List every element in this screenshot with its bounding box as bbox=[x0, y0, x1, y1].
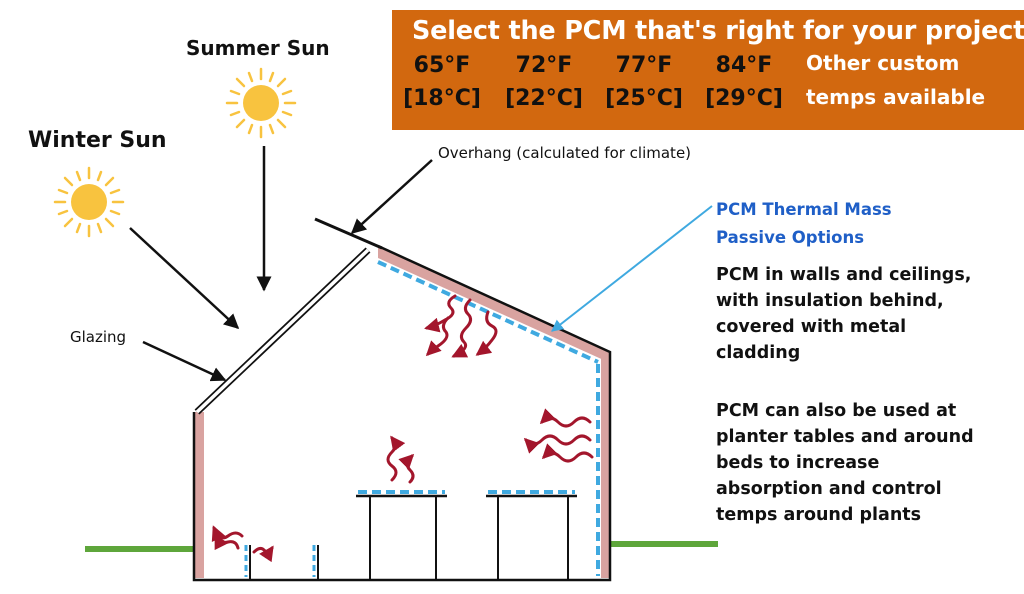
planter-line: PCM can also be used at bbox=[716, 401, 957, 421]
overhang-arrow bbox=[350, 159, 433, 235]
passive-options-label: Passive Options bbox=[716, 228, 865, 247]
pcm-arrow bbox=[551, 205, 713, 332]
other-custom-label: Other custom bbox=[806, 51, 960, 75]
right-wall-insulation bbox=[601, 352, 609, 578]
planter-table-2 bbox=[486, 490, 577, 580]
temp-18c: [18°C] bbox=[403, 86, 481, 111]
planter-line: absorption and control bbox=[716, 479, 942, 499]
temp-25c: [25°C] bbox=[605, 86, 683, 111]
pcm-banner: Select the PCM that's right for your pro… bbox=[392, 10, 1024, 130]
walls-line: covered with metal bbox=[716, 317, 907, 337]
walls-description: PCM in walls and ceilings, with insulati… bbox=[716, 262, 971, 366]
building-outline bbox=[192, 244, 612, 582]
temp-29c: [29°C] bbox=[705, 86, 783, 111]
walls-line: cladding bbox=[716, 343, 801, 363]
sun-icon bbox=[225, 67, 297, 139]
walls-line: PCM in walls and ceilings, bbox=[716, 265, 972, 285]
temp-22c: [22°C] bbox=[505, 86, 583, 111]
temp-72f: 72°F bbox=[515, 53, 573, 78]
planter-table-1 bbox=[356, 490, 447, 580]
winter-sun-label: Winter Sun bbox=[28, 128, 167, 153]
ground-bed bbox=[244, 545, 319, 579]
glazing-arrow bbox=[142, 340, 227, 382]
planter-line: planter tables and around bbox=[716, 427, 974, 447]
temps-available-label: temps available bbox=[806, 85, 986, 109]
summer-sun-label: Summer Sun bbox=[186, 36, 330, 60]
planter-description: PCM can also be used at planter tables a… bbox=[716, 398, 974, 528]
sun-icon bbox=[53, 166, 125, 238]
roof-overhang bbox=[314, 217, 383, 250]
overhang-label: Overhang (calculated for climate) bbox=[438, 144, 692, 162]
winter-sun-arrow bbox=[129, 227, 240, 330]
banner-title: Select the PCM that's right for your pro… bbox=[412, 16, 1024, 46]
temp-77f: 77°F bbox=[615, 53, 673, 78]
left-wall-insulation bbox=[195, 412, 204, 578]
pcm-thermal-mass-label: PCM Thermal Mass bbox=[716, 200, 892, 219]
heat-wave-icon bbox=[211, 294, 594, 563]
roof-insulation bbox=[378, 247, 608, 362]
temp-65f: 65°F bbox=[413, 53, 471, 78]
glazing-label: Glazing bbox=[70, 328, 127, 346]
planter-line: temps around plants bbox=[716, 505, 922, 525]
temp-84f: 84°F bbox=[715, 53, 773, 78]
planter-line: beds to increase bbox=[716, 453, 880, 473]
walls-line: with insulation behind, bbox=[716, 291, 944, 311]
